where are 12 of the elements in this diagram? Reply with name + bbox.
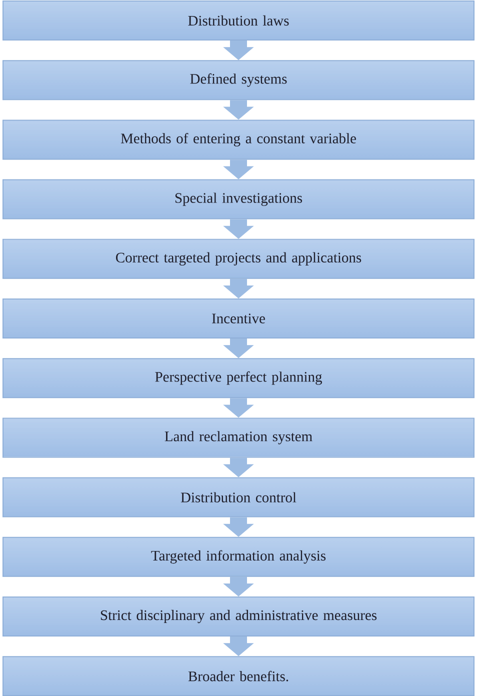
process-box: Methods of entering a constant variable bbox=[2, 120, 474, 160]
process-box: Distribution laws bbox=[2, 0, 474, 40]
process-box: Correct targeted projects and applications bbox=[2, 238, 474, 279]
process-box: Land reclamation system bbox=[2, 418, 474, 458]
process-box: Perspective perfect planning bbox=[2, 358, 474, 398]
process-box: Targeted information analysis bbox=[2, 536, 474, 577]
process-box: Broader benefits. bbox=[2, 656, 474, 696]
process-box: Strict disciplinary and administrative measures bbox=[2, 596, 474, 636]
process-box: Defined systems bbox=[2, 60, 474, 100]
process-box: Incentive bbox=[2, 298, 474, 338]
process-box: Distribution control bbox=[2, 477, 474, 518]
process-box: Special investigations bbox=[2, 179, 474, 220]
